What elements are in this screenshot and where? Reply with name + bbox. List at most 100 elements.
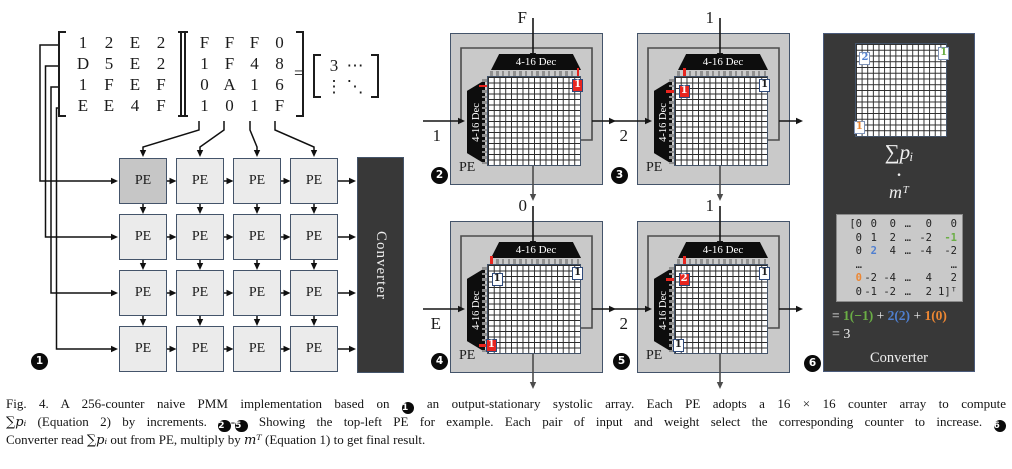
step-badge-6: 6 [804,355,821,372]
column-tick [507,70,511,76]
column-tick [752,70,755,76]
m-matrix-value: … [904,285,911,298]
matrix-b-cell: A [223,75,236,94]
column-tick [734,258,738,264]
top-input-label: 1 [705,8,715,27]
m-matrix-value [877,259,896,273]
column-tick [763,258,767,264]
row-tick [668,272,674,276]
column-tick [706,258,709,264]
row-tick [481,289,487,292]
row-tick [668,123,674,126]
column-tick [740,258,744,264]
row-tick [668,156,674,159]
matrix-a-cell: F [104,75,114,94]
incremented-counter-cell: 2 [678,272,690,286]
pe-box: PE [176,270,224,316]
caption-text: Converter read [6,432,87,447]
pe-box-label: PE [191,285,209,300]
column-tick [717,258,721,264]
matrix-a-cell: E [77,96,89,115]
equation-term: 2(2) [887,308,911,323]
matrix-a-cell: E [103,96,115,115]
pe-box: PE [233,158,281,204]
left-decoder-label: 4-16 Dec [657,102,669,142]
counter-cell: 1 [572,267,584,281]
caption-math: ∑pᵢ [6,415,27,430]
result-matrix-cell: 3 [329,56,339,75]
equals-sign: = [294,63,305,83]
pe-box: PE [233,326,281,372]
m-matrix-value: … [950,258,957,271]
column-tick [547,258,551,264]
row-tick [481,327,487,331]
m-matrix-value: 0 [889,218,896,230]
matrix-a-cell: 2 [104,33,114,52]
bracket-right [296,31,304,117]
caption-math: ∑pᵢ [86,433,108,448]
row-tick [481,112,487,115]
row-tick [481,278,487,281]
pe-box-label: PE [134,173,152,188]
matrix-a-cell: 2 [156,54,166,73]
readout-counter-cell: 2 [859,52,871,66]
equation-term: = [832,308,843,323]
left-input-label: 1 [432,126,442,145]
matrix-b-cell: F [199,33,210,52]
row-tick [481,145,487,148]
column-tick [530,258,534,264]
matrix-b-cell: 4 [250,54,259,73]
column-tick [688,258,692,264]
matrix-b-cell: 0 [225,96,234,115]
result-matrix-cell: ⋮ [325,77,343,96]
matrix-b-cell: 1 [200,54,209,73]
row-tick [668,333,674,336]
incremented-counter-cell: 1 [572,79,584,93]
column-tick [723,258,726,264]
matrix-b-cell: 8 [275,54,284,73]
column-tick [717,70,721,76]
selected-row-tick [479,84,487,88]
selected-row-tick [666,278,674,281]
pe-box: PE [119,158,167,204]
top-input-label: 0 [518,196,528,215]
pe-box-label: PE [191,341,209,356]
column-tick [530,70,534,76]
matrix-a-cell: E [129,54,141,73]
counter-cell: 1 [759,79,771,93]
column-tick [542,258,545,264]
equation-line: = 1(−1) + 2(2) + 1(0) [832,308,947,324]
row-tick [668,327,674,331]
row-tick [668,117,674,121]
matrix-b-cell: 1 [250,96,259,115]
top-input-label: 1 [705,196,715,215]
incremented-counter-cell: 1 [485,338,497,352]
caption-line: Converter read ∑pᵢ out from PE, multiply… [6,432,1006,449]
m-matrix-value: 0 [855,231,862,244]
column-tick [740,70,744,76]
result-matrix-grid: 3⋯⋮⋱ [321,54,371,98]
pe-box-label: PE [134,285,152,300]
left-input-label: 2 [619,126,629,145]
m-matrix-value: 0 [855,245,862,257]
left-input-label: E [430,314,441,333]
m-matrix-value: -2 [944,245,957,257]
pe-box: PE [119,270,167,316]
row-tick [481,128,487,132]
caption-step-badge: 5 [235,419,248,432]
m-matrix-value: 0 [855,285,862,298]
column-tick [501,70,505,76]
bracket-left [58,31,66,117]
step-badge-1: 1 [31,353,48,370]
column-tick [706,70,709,76]
caption-step-badge: 6 [993,419,1006,432]
row-tick [668,84,674,88]
m-matrix-value: 4 [925,272,932,284]
column-tick [757,70,761,76]
counter-cell: 1 [491,272,503,286]
left-input-label: 2 [619,314,629,333]
